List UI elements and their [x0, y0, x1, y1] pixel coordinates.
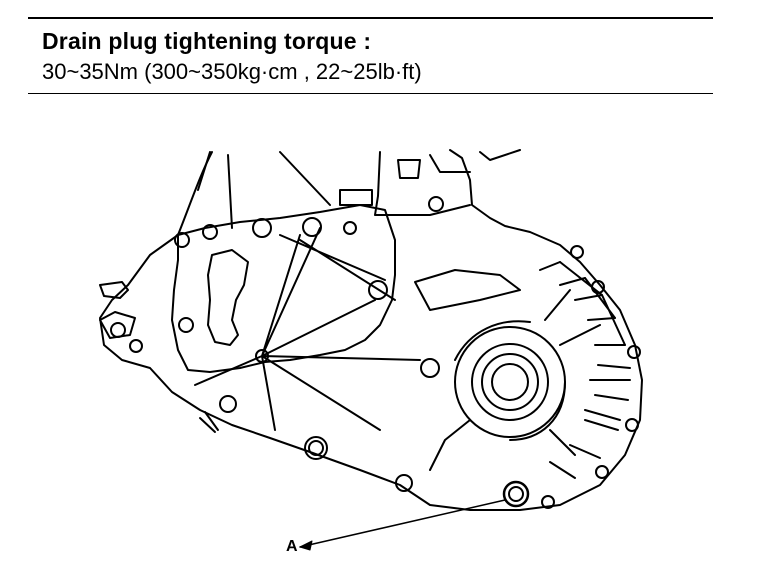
drain-plug-a: [502, 480, 530, 508]
header-bottom-rule: [28, 93, 713, 94]
callout-a-leader: [299, 499, 506, 548]
spec-title: Drain plug tightening torque :: [42, 28, 372, 54]
input-shaft-seal: [471, 343, 549, 421]
housing-bolts: [110, 196, 641, 509]
callout-label-a: A: [286, 538, 298, 555]
header-top-rule: [28, 17, 713, 19]
spec-torque-value: 30~35Nm (300~350kg·cm , 22~25lb·ft): [42, 59, 422, 84]
